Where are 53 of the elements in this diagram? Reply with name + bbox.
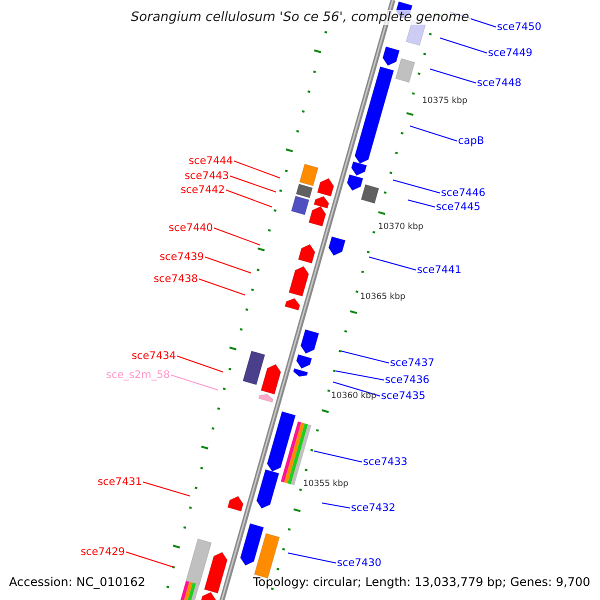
gene-label: sce7449 (488, 47, 532, 59)
leader-line (410, 126, 458, 142)
gene-label: sce7437 (390, 357, 434, 369)
gene-label: sce_s2m_58 (106, 369, 170, 381)
gene-label: sce7440 (168, 222, 213, 234)
gene-label: sce7446 (441, 187, 486, 199)
leader-line (126, 552, 174, 568)
gene-label: sce7433 (363, 456, 408, 468)
gene-label: sce7445 (436, 201, 480, 213)
leader-line (234, 160, 280, 178)
leader-line (392, 180, 440, 194)
gene-label: sce7441 (417, 264, 462, 276)
gene-label: sce7448 (477, 77, 522, 89)
gene-label: sce7432 (351, 502, 396, 514)
leader-line (226, 190, 272, 208)
gene-label: sce7429 (80, 546, 125, 558)
leader-line (204, 256, 252, 274)
leader-line (336, 370, 384, 380)
genome-title: Sorangium cellulosum 'So ce 56', complete genome (128, 10, 472, 25)
gene-label: sce7443 (184, 170, 229, 182)
scale-label: 10360 kbp (331, 391, 376, 401)
leader-line (314, 450, 362, 462)
gene-label: capB (458, 135, 484, 147)
gene-label: sce7438 (154, 273, 198, 285)
scale-label: 10355 kbp (303, 479, 348, 489)
gene-label: sce7442 (180, 184, 225, 196)
gene-label: sce7434 (132, 350, 176, 362)
leader-line (340, 350, 390, 364)
leader-line (176, 356, 224, 372)
leader-line (332, 382, 380, 396)
leader-line (430, 68, 476, 84)
leader-line (198, 278, 246, 296)
footer-note: Topology: circular; Length: 13,033,779 bp; Genes: 9,700 (253, 575, 590, 589)
scale-label: 10365 kbp (360, 292, 406, 302)
leader-line (230, 176, 276, 192)
scale-label: 10370 kbp (378, 222, 424, 232)
gene-label: sce7430 (337, 557, 382, 569)
gene-label: sce7435 (381, 390, 426, 402)
leader-line (142, 482, 190, 496)
gene-label: sce7439 (160, 251, 204, 263)
gene-label: sce7436 (385, 374, 430, 386)
leader-line (214, 228, 260, 246)
leader-line (440, 38, 488, 54)
leader-line (288, 552, 336, 564)
gene-label: sce7450 (497, 21, 542, 33)
gene-label: sce7431 (98, 476, 142, 488)
leader-line (408, 200, 436, 208)
gene-label: sce7444 (188, 155, 233, 167)
leader-line (322, 502, 350, 508)
scale-label: 10375 kbp (422, 96, 468, 106)
leader-line (170, 374, 218, 390)
leader-line (368, 256, 416, 270)
footer-note: Accession: NC_010162 (9, 575, 146, 589)
